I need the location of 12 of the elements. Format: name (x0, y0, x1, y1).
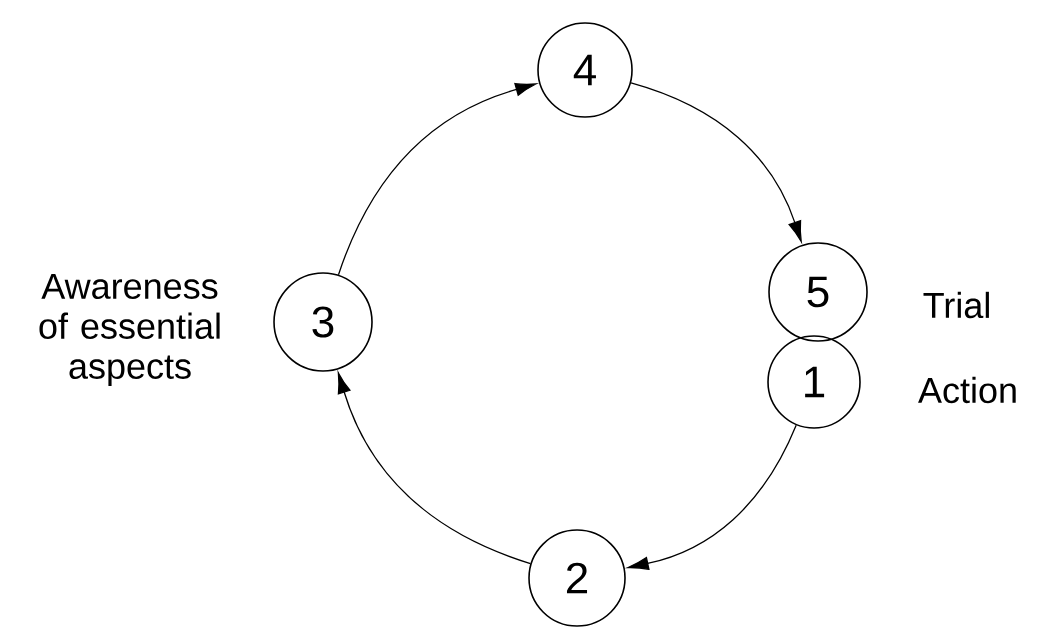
arrow (630, 82, 802, 243)
side-label: Awareness of essential aspects (39, 273, 220, 387)
circle-node: 5 (768, 242, 868, 342)
circle-node: 3 (273, 272, 373, 372)
circle-node: 2 (528, 529, 626, 627)
arrow (337, 372, 532, 565)
arrow (337, 82, 537, 276)
arrow (627, 424, 797, 570)
side-label: Action (918, 376, 1016, 404)
circle-node: 1 (767, 335, 861, 429)
side-label: Trial (923, 291, 989, 319)
circle-node: 4 (537, 22, 633, 118)
